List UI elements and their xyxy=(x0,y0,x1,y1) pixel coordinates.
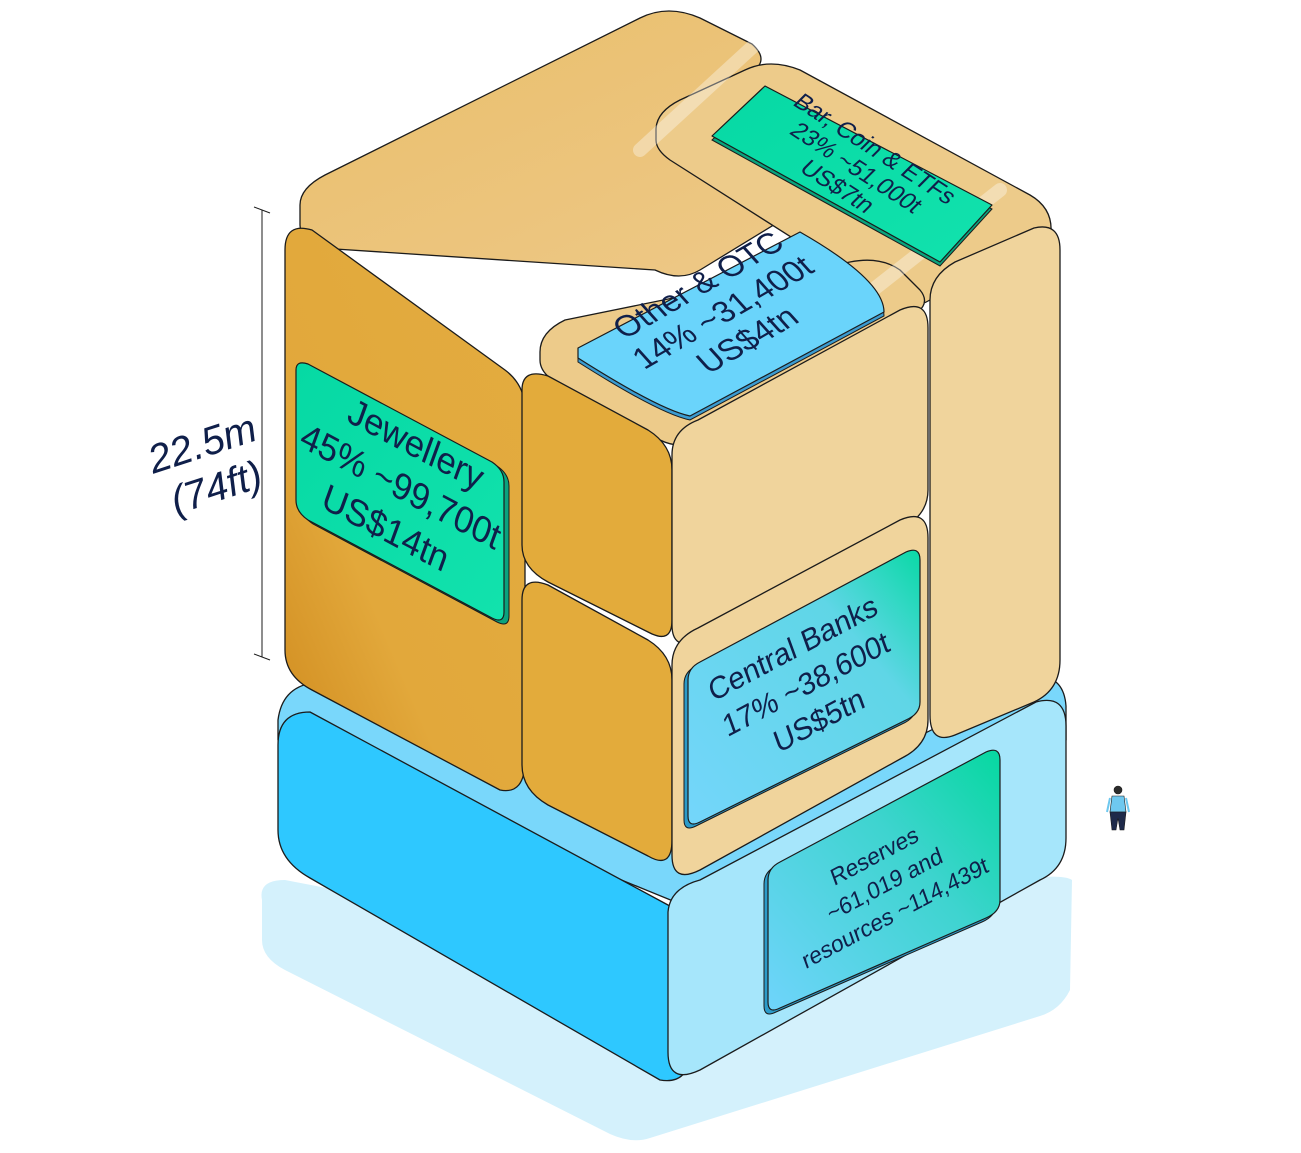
height-label: 22.5m (74ft) xyxy=(142,406,268,523)
right-column xyxy=(929,226,1061,739)
height-dimension xyxy=(253,206,271,661)
person-figure-icon xyxy=(1106,785,1130,831)
